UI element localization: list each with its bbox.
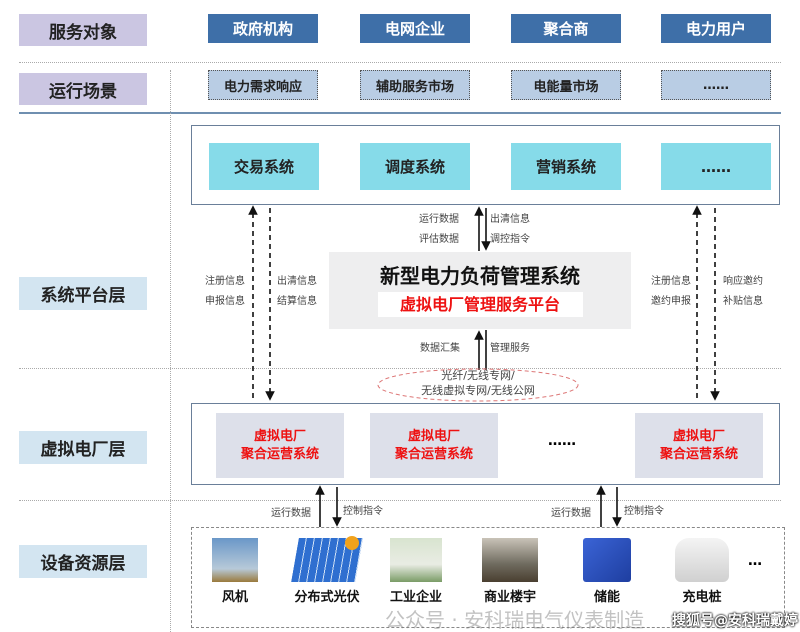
flow-label-bottom-down: 控制指令 bbox=[343, 506, 383, 517]
flow-label-left-down: 出清信息结算信息 bbox=[277, 276, 317, 307]
divider bbox=[19, 62, 781, 63]
platform-subtitle: 虚拟电厂管理服务平台 bbox=[377, 292, 583, 317]
vpp-system-box: 虚拟电厂聚合运营系统 bbox=[635, 413, 763, 478]
flow-label-bottom-up: 运行数据 bbox=[271, 508, 311, 519]
service-target: 政府机构 bbox=[208, 14, 318, 43]
ev-charger-image bbox=[675, 538, 729, 582]
battery-image bbox=[583, 538, 631, 582]
scene-box: 辅助服务市场 bbox=[360, 70, 470, 100]
platform-title: 新型电力负荷管理系统 bbox=[380, 264, 580, 288]
device-industry: 工业企业 bbox=[381, 538, 451, 605]
device-ellipsis: … bbox=[748, 553, 762, 569]
system-box: 调度系统 bbox=[360, 143, 470, 190]
flow-label-mid-up: 数据汇集 bbox=[420, 343, 460, 354]
building-image bbox=[482, 538, 538, 582]
flow-label-center-down: 出清信息调控指令 bbox=[490, 214, 530, 245]
sun-icon bbox=[345, 536, 359, 550]
service-target: 聚合商 bbox=[511, 14, 621, 43]
vpp-system-box: 虚拟电厂聚合运营系统 bbox=[370, 413, 498, 478]
flow-label-bottom-down: 控制指令 bbox=[624, 506, 664, 517]
system-frame bbox=[191, 125, 780, 205]
layer-label-service: 服务对象 bbox=[19, 14, 147, 46]
scene-box: 电能量市场 bbox=[511, 70, 621, 100]
device-storage: 储能 bbox=[572, 538, 642, 605]
divider bbox=[19, 500, 781, 501]
system-box: 营销系统 bbox=[511, 143, 621, 190]
device-frame bbox=[191, 527, 785, 628]
vpp-system-box: 虚拟电厂聚合运营系统 bbox=[216, 413, 344, 478]
device-charger: 充电桩 bbox=[667, 538, 737, 605]
flow-label-center-up: 运行数据评估数据 bbox=[419, 214, 459, 245]
layer-label-platform: 系统平台层 bbox=[19, 277, 147, 310]
divider-main bbox=[19, 112, 781, 114]
vertical-divider bbox=[170, 70, 171, 632]
divider bbox=[19, 368, 781, 369]
scene-box: 电力需求响应 bbox=[208, 70, 318, 100]
device-building: 商业楼宇 bbox=[475, 538, 545, 605]
flow-label-right-up: 注册信息邀约申报 bbox=[651, 276, 691, 307]
system-box: 交易系统 bbox=[209, 143, 319, 190]
flow-label-bottom-up: 运行数据 bbox=[551, 508, 591, 519]
device-pv: 分布式光伏 bbox=[282, 536, 372, 605]
layer-label-scene: 运行场景 bbox=[19, 73, 147, 105]
network-label: 光纤/无线专网/无线虚拟专网/无线公网 bbox=[421, 369, 535, 397]
network-ellipse bbox=[377, 368, 579, 402]
device-wind: 风机 bbox=[200, 538, 270, 605]
watermark: 搜狐号@安科瑞戴婷 bbox=[672, 613, 798, 629]
platform-box: 新型电力负荷管理系统 虚拟电厂管理服务平台 bbox=[329, 252, 631, 329]
vpp-frame bbox=[191, 403, 780, 485]
layer-label-vpp: 虚拟电厂层 bbox=[19, 431, 147, 464]
flow-label-right-down: 响应邀约补贴信息 bbox=[723, 276, 763, 307]
watermark: 公众号 · 安科瑞电气仪表制造 bbox=[385, 608, 645, 632]
flow-label-mid-down: 管理服务 bbox=[490, 343, 530, 354]
system-box: …… bbox=[661, 143, 771, 190]
service-target: 电网企业 bbox=[360, 14, 470, 43]
factory-image bbox=[390, 538, 442, 582]
layer-label-device: 设备资源层 bbox=[19, 545, 147, 578]
service-target: 电力用户 bbox=[661, 14, 771, 43]
scene-box: …… bbox=[661, 70, 771, 100]
wind-turbine-image bbox=[212, 538, 258, 582]
vpp-ellipsis: …… bbox=[548, 433, 576, 449]
flow-label-left-up: 注册信息申报信息 bbox=[205, 276, 245, 307]
